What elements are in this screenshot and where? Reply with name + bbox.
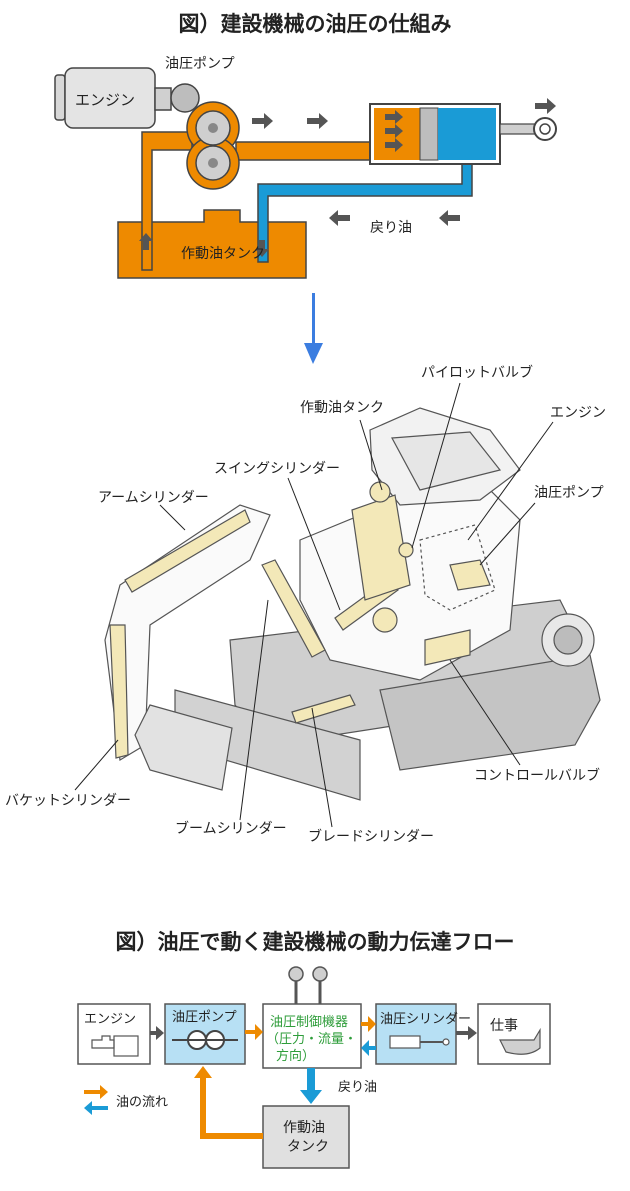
engine-label: エンジン xyxy=(75,91,136,109)
supply-pipe xyxy=(235,141,371,161)
pump-label: 油圧ポンプ xyxy=(165,56,235,72)
excavator-illustration xyxy=(104,407,601,801)
flow-tank-box xyxy=(262,1105,350,1169)
engine-excavator-label: エンジン xyxy=(550,405,606,421)
bucket-cylinder-label: バケットシリンダー xyxy=(5,793,131,809)
control-valve-label: コントロールバルブ xyxy=(474,768,600,784)
flow-cylinder-label: 油圧シリンダー xyxy=(380,1012,472,1027)
pump-shaft-icon xyxy=(170,83,200,113)
return-oil-label: 戻り油 xyxy=(370,220,412,236)
hydraulic-tank-label: 作動油タンク xyxy=(300,400,384,416)
flow-tank-label-1: 作動油 xyxy=(283,1120,325,1136)
flow-control-label-2: （圧力・流量・ xyxy=(266,1032,358,1047)
flow-tank-label-2: タンク xyxy=(287,1139,329,1155)
flow-engine-label: エンジン xyxy=(84,1012,137,1027)
tank-label: 作動油タンク xyxy=(181,246,265,262)
boom-cylinder-label: ブームシリンダー xyxy=(175,821,287,837)
leader-lines xyxy=(74,382,554,828)
bottom-title: 図）油圧で動く建設機械の動力伝達フロー xyxy=(115,930,515,954)
blade-cylinder-label: ブレードシリンダー xyxy=(308,829,434,845)
top-title: 図）建設機械の油圧の仕組み xyxy=(178,12,452,36)
flow-control-label-1: 油圧制御機器 xyxy=(270,1015,349,1030)
power-flow xyxy=(77,966,551,1169)
return-pipe xyxy=(257,159,473,263)
swing-cylinder-label: スイングシリンダー xyxy=(214,461,340,477)
flow-cylinder-box xyxy=(375,1003,457,1065)
transition-arrow xyxy=(304,293,323,364)
arm-cylinder-label: アームシリンダー xyxy=(98,490,209,506)
flow-work-label: 仕事 xyxy=(490,1018,518,1034)
hydraulic-pump-label: 油圧ポンプ xyxy=(534,485,604,501)
pilot-valve-label: パイロットバルブ xyxy=(421,365,533,381)
hydraulic-schematic xyxy=(54,67,557,279)
flow-arrows xyxy=(139,98,556,257)
legend-label: 油の流れ xyxy=(116,1095,169,1110)
flow-return-label: 戻り油 xyxy=(338,1080,378,1095)
flow-control-label-3: 方向） xyxy=(276,1049,316,1064)
gear-pump-icon xyxy=(186,101,240,190)
flow-pump-label: 油圧ポンプ xyxy=(172,1010,237,1025)
